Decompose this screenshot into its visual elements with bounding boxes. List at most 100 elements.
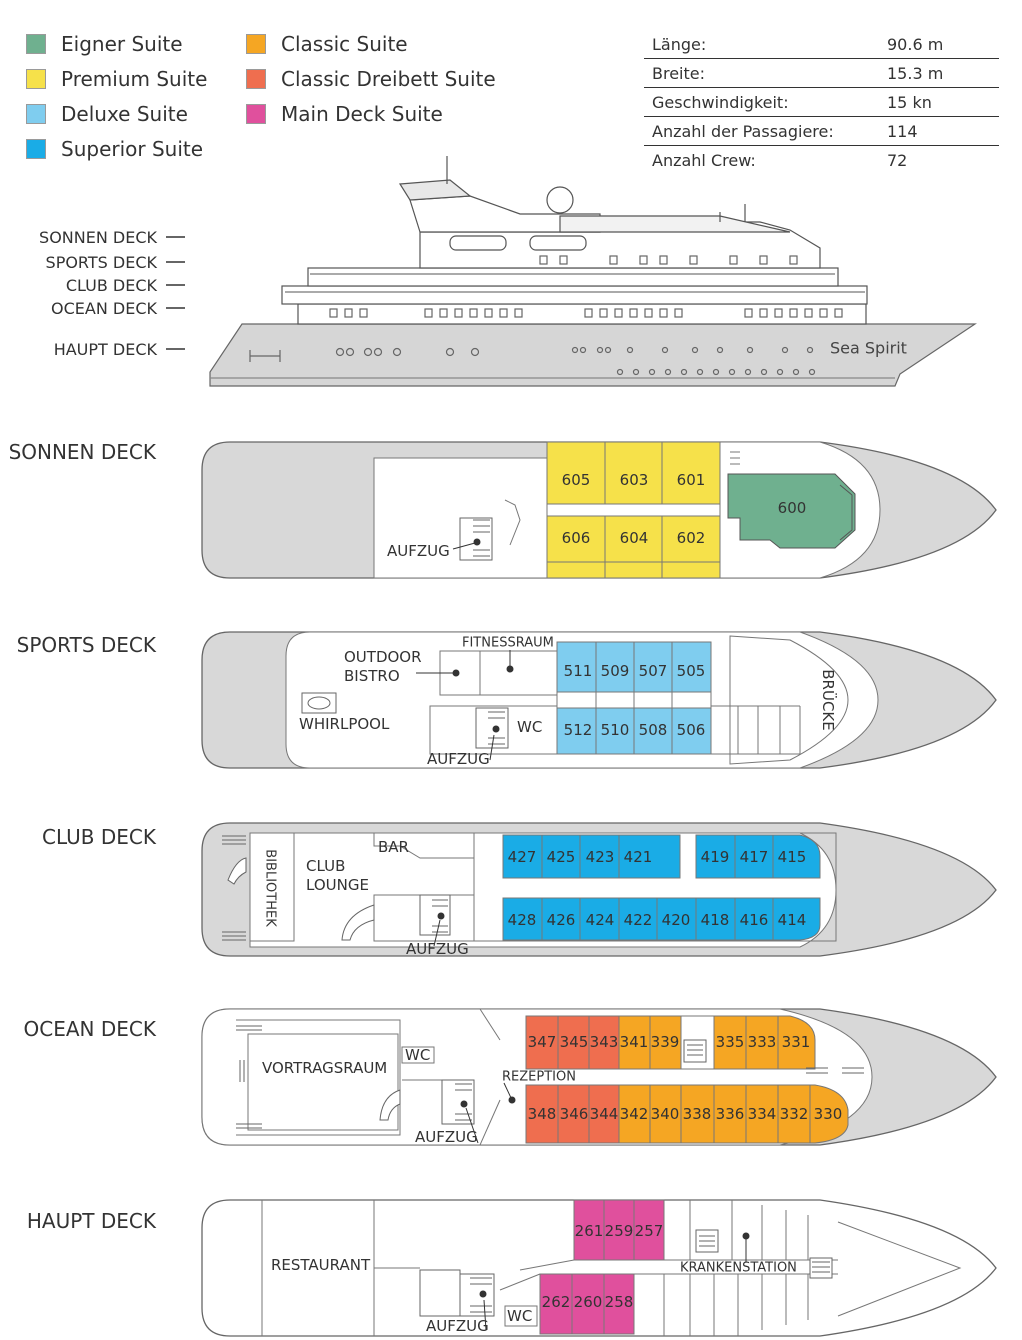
spec-key: Länge: [652,34,707,54]
legend-item-eigner: Eigner Suite [26,31,183,57]
bibliothek-label: BIBLIOTHEK [263,849,278,927]
cabin-343: 343 [590,1033,619,1051]
aufzug-label: AUFZUG [426,1317,489,1335]
spec-row-width: Breite: 15.3 m [644,59,999,88]
cabin-258: 258 [605,1293,634,1311]
cabin-342: 342 [620,1105,649,1123]
aufzug-label: AUFZUG [387,542,450,560]
lounge-label-1: CLUB [306,857,345,875]
legend-swatch [246,69,266,89]
bruecke-label: BRÜCKE [819,669,838,730]
legend-swatch [26,139,46,159]
fitness-label: FITNESSRAUM [462,636,554,651]
spec-row-crew: Anzahl Crew: 72 [644,146,999,175]
legend-swatch [246,34,266,54]
legend-swatch [26,34,46,54]
cabin-259: 259 [605,1222,634,1240]
cabin-335: 335 [716,1033,745,1051]
legend-item-main-deck: Main Deck Suite [246,101,443,127]
legend-swatch [26,104,46,124]
ship-profile: Sea Spirit [166,156,977,387]
cabin-332: 332 [780,1105,809,1123]
legend-label: Classic Suite [281,32,408,56]
ship-name: Sea Spirit [830,339,907,358]
spec-value: 15 kn [887,92,932,112]
deck-plan-club: 427 425 423 421 419 417 415 428 426 424 … [201,822,997,958]
spec-value: 15.3 m [887,63,944,83]
cabin-261: 261 [575,1222,604,1240]
cabin-509: 509 [601,662,630,680]
cabin-262: 262 [542,1293,571,1311]
cabin-340: 340 [651,1105,680,1123]
bistro-label-1: OUTDOOR [344,648,422,666]
cabin-416: 416 [740,911,769,929]
legend-item-classic: Classic Suite [246,31,408,57]
cabin-346: 346 [560,1105,589,1123]
cabin-334: 334 [748,1105,777,1123]
aufzug-label: AUFZUG [415,1128,478,1146]
bar-label: BAR [378,838,409,856]
profile-label-sports: SPORTS DECK [45,253,157,272]
spec-key: Breite: [652,63,705,83]
cabin-331: 331 [782,1033,811,1051]
cabin-333: 333 [748,1033,777,1051]
cabin-415: 415 [778,848,807,866]
cabin-601: 601 [677,471,706,489]
profile-label-haupt: HAUPT DECK [53,340,157,359]
cabin-417: 417 [740,848,769,866]
cabin-419: 419 [701,848,730,866]
krankenstation-label: KRANKENSTATION [680,1261,797,1276]
cabin-339: 339 [651,1033,680,1051]
cabin-338: 338 [683,1105,712,1123]
legend-item-superior: Superior Suite [26,136,203,162]
rezeption-label: REZEPTION [502,1070,576,1085]
cabin-427: 427 [508,848,537,866]
cabin-257: 257 [635,1222,664,1240]
cabin-505: 505 [677,662,706,680]
cabin-603: 603 [620,471,649,489]
legend-label: Eigner Suite [61,32,183,56]
spec-key: Anzahl Crew: [652,151,756,170]
cabin-348: 348 [528,1105,557,1123]
legend-swatch [26,69,46,89]
wc-label: WC [405,1046,430,1064]
cabin-421: 421 [624,848,653,866]
deck-title-haupt: HAUPT DECK [26,1209,156,1233]
profile-label-sonnen: SONNEN DECK [39,228,157,247]
legend-label: Main Deck Suite [281,102,443,126]
restaurant-label: RESTAURANT [271,1256,371,1274]
cabin-507: 507 [639,662,668,680]
wc-label: WC [507,1307,532,1325]
cabin-606: 606 [562,529,591,547]
legend-label: Classic Dreibett Suite [281,67,496,91]
profile-label-ticks [166,236,185,350]
spec-value: 72 [887,151,908,170]
spec-row-speed: Geschwindigkeit: 15 kn [644,88,999,117]
wc-label: WC [517,718,542,736]
ship-specs-table: Länge: 90.6 m Breite: 15.3 m Geschwindig… [644,30,999,175]
vortragsraum-label: VORTRAGSRAUM [262,1059,387,1077]
spec-row-length: Länge: 90.6 m [644,30,999,59]
cabin-602: 602 [677,529,706,547]
cabin-330: 330 [814,1105,843,1123]
cabin-428: 428 [508,911,537,929]
cabin-600: 600 [778,499,807,517]
cabin-422: 422 [624,911,653,929]
cabin-345: 345 [560,1033,589,1051]
cabin-336: 336 [716,1105,745,1123]
deck-title-sports: SPORTS DECK [16,633,156,657]
legend-label: Deluxe Suite [61,102,188,126]
spec-value: 90.6 m [887,34,944,54]
lounge-label-2: LOUNGE [306,876,369,894]
aufzug-label: AUFZUG [406,940,469,958]
spec-value: 114 [887,121,918,141]
cabin-604: 604 [620,529,649,547]
cabin-341: 341 [620,1033,649,1051]
profile-label-ocean: OCEAN DECK [51,299,157,318]
cabin-423: 423 [586,848,615,866]
cabin-414: 414 [778,911,807,929]
cabin-508: 508 [639,721,668,739]
cabin-605: 605 [562,471,591,489]
cabin-426: 426 [547,911,576,929]
bistro-label-2: BISTRO [344,667,400,685]
